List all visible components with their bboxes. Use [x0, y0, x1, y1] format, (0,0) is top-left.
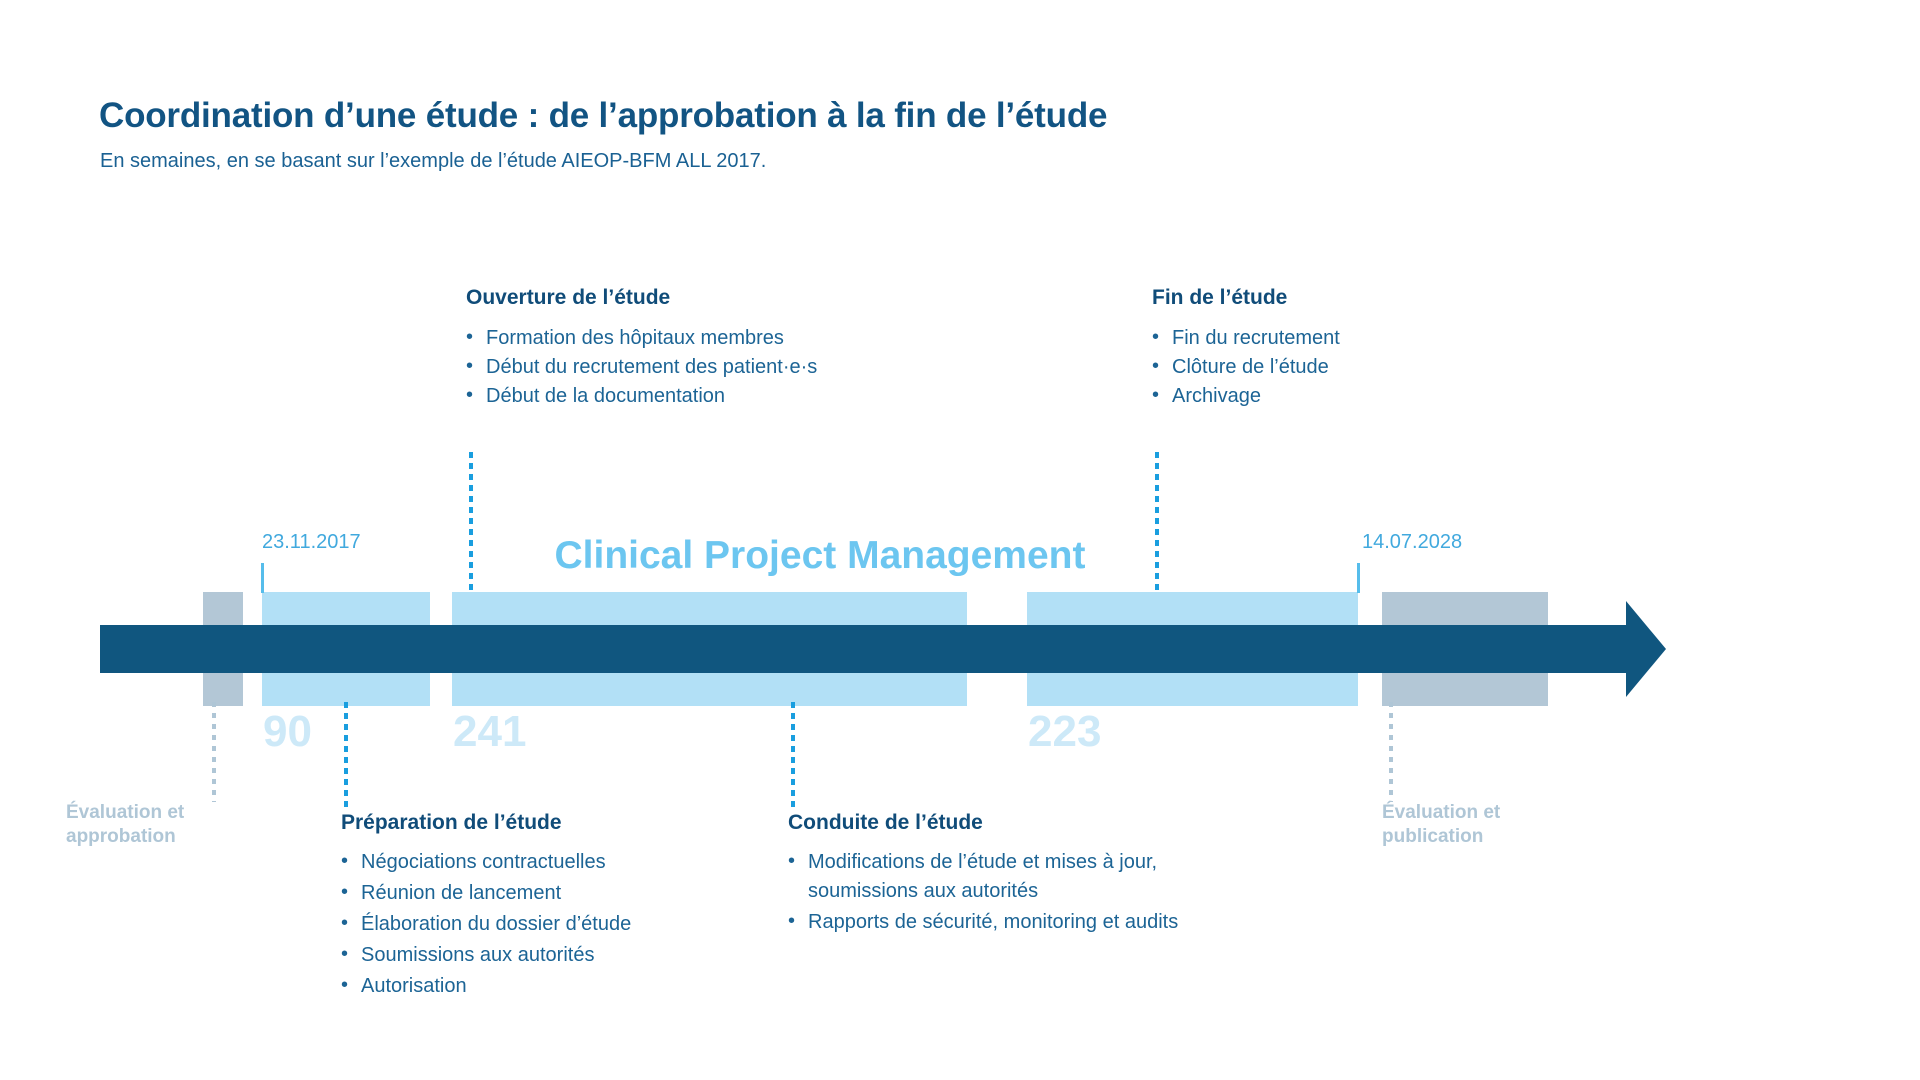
page-title: Coordination d’une étude : de l’approbat…: [99, 96, 1108, 135]
connector-opening: [469, 452, 473, 592]
list-item: Archivage: [1152, 381, 1340, 411]
list-item: Clôture de l’étude: [1152, 352, 1340, 382]
list-item: Modifications de l’étude et mises à jour…: [788, 847, 1258, 906]
tick-end-date: [1357, 563, 1360, 593]
duration-preparation: 90: [263, 707, 312, 756]
clinical-project-management-label: Clinical Project Management: [554, 534, 1086, 577]
list-item: Début du recrutement des patient·e·s: [466, 352, 817, 382]
callout-fin-de-letude: Fin de l’étude Fin du recrutement Clôtur…: [1152, 286, 1340, 411]
callout-preparation-de-letude: Préparation de l’étude Négociations cont…: [341, 811, 761, 1003]
timeline-arrow-head-icon: [1626, 601, 1666, 697]
callout-title-conduite: Conduite de l’étude: [788, 811, 983, 834]
callout-list-preparation: Négociations contractuelles Réunion de l…: [341, 847, 761, 1001]
callout-list-ouverture: Formation des hôpitaux membres Début du …: [466, 323, 817, 411]
list-item: Soumissions aux autorités: [341, 940, 761, 970]
end-date-label: 14.07.2028: [1362, 531, 1463, 553]
connector-preparation: [344, 702, 348, 812]
connector-conduct: [791, 702, 795, 812]
callout-list-conduite: Modifications de l’étude et mises à jour…: [788, 847, 1258, 937]
callout-list-fin: Fin du recrutement Clôture de l’étude Ar…: [1152, 323, 1340, 411]
callout-conduite-de-letude: Conduite de l’étude Modifications de l’é…: [788, 811, 1258, 939]
list-item: Fin du recrutement: [1152, 323, 1340, 353]
connector-approval: [212, 702, 216, 802]
label-line-1: Évaluation et: [1382, 802, 1501, 823]
callout-title-fin: Fin de l’étude: [1152, 286, 1288, 309]
callout-title-preparation: Préparation de l’étude: [341, 811, 562, 834]
tick-start-date: [261, 563, 264, 593]
callout-title-ouverture: Ouverture de l’étude: [466, 286, 671, 309]
duration-opening: 241: [453, 707, 527, 756]
start-date-label: 23.11.2017: [262, 531, 361, 553]
callout-ouverture-de-letude: Ouverture de l’étude Formation des hôpit…: [466, 286, 817, 411]
connector-end: [1155, 452, 1159, 592]
list-item: Négociations contractuelles: [341, 847, 761, 877]
label-line-2: publication: [1382, 825, 1484, 847]
list-item: Formation des hôpitaux membres: [466, 323, 817, 353]
list-item: Réunion de lancement: [341, 878, 761, 908]
list-item: Élaboration du dossier d’étude: [341, 909, 761, 939]
label-line-1: Évaluation et: [66, 802, 185, 823]
page-subtitle: En semaines, en se basant sur l’exemple …: [100, 150, 767, 172]
list-item: Début de la documentation: [466, 381, 817, 411]
label-evaluation-approbation: Évaluation et approbation: [66, 801, 266, 849]
list-item: Autorisation: [341, 971, 761, 1001]
label-line-2: approbation: [66, 825, 176, 847]
label-evaluation-publication: Évaluation et publication: [1382, 801, 1592, 849]
duration-conduct: 223: [1028, 707, 1102, 756]
list-item: Rapports de sécurité, monitoring et audi…: [788, 907, 1258, 937]
connector-publication: [1389, 702, 1393, 802]
timeline-arrow-shaft: [100, 625, 1630, 673]
